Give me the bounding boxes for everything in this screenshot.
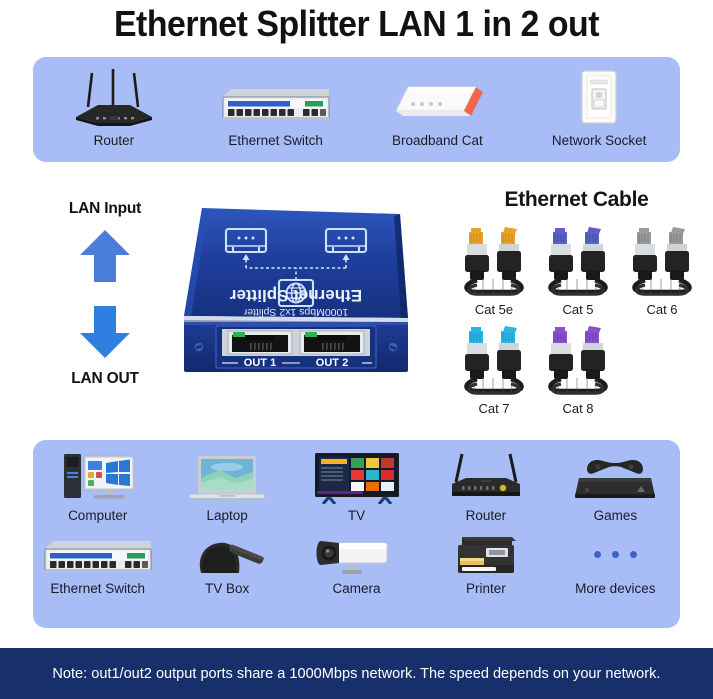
device-label: Printer (466, 581, 506, 596)
broadband-modem-icon (382, 67, 492, 129)
lan-input-label: LAN Input (68, 200, 142, 217)
rj45-port-out1 (227, 330, 293, 355)
ethernet-splitter-device: Ethernet Splitter 1000Mbps 1x2 Splitter (172, 198, 422, 374)
cable-cat5: Cat 5 (536, 224, 620, 317)
connected-devices-panel: Computer Laptop (33, 440, 680, 628)
device-camera: Camera (292, 531, 421, 596)
arrow-up-icon (80, 230, 130, 282)
lan-direction-group: LAN Input LAN OUT (40, 200, 170, 388)
device-label: More devices (575, 581, 656, 596)
device-label: TV (347, 508, 366, 523)
device-label: Router (93, 133, 135, 148)
splitter-brand-line-2: 1000Mbps 1x2 Splitter (243, 306, 348, 318)
ellipsis-dots-icon (593, 531, 637, 577)
device-label: Ethernet Switch (50, 581, 145, 596)
device-label: Ethernet Switch (228, 133, 323, 148)
cable-label: Cat 5e (474, 302, 514, 317)
screw-left (193, 341, 205, 353)
cable-icon (548, 326, 608, 395)
desktop-computer-icon (50, 450, 146, 504)
device-ethernet-switch-2: Ethernet Switch (33, 531, 162, 596)
network-socket-icon (568, 67, 630, 129)
ethernet-cable-heading: Ethernet Cable (504, 188, 649, 211)
cable-cat5e: Cat 5e (452, 224, 536, 317)
cable-grid: Cat 5e (440, 224, 713, 422)
device-ethernet-switch: Ethernet Switch (195, 57, 357, 148)
cable-label: Cat 8 (562, 401, 594, 416)
device-router-2: Router (421, 450, 550, 523)
cable-cat8: Cat 8 (536, 323, 620, 416)
cable-cat7: Cat 7 (452, 323, 536, 416)
printer-icon (446, 531, 526, 577)
note-text: Note: out1/out2 output ports share a 100… (52, 665, 661, 682)
middle-section: LAN Input LAN OUT (0, 178, 713, 428)
device-games: Games (551, 450, 680, 523)
compatible-sources-panel: Router (33, 57, 680, 162)
device-label: Laptop (206, 508, 248, 523)
cable-label: Cat 6 (646, 302, 678, 317)
device-broadband-modem: Broadband Cat (357, 57, 519, 148)
ethernet-cable-section: Ethernet Cable (440, 178, 713, 428)
device-label: TV Box (204, 581, 250, 596)
dot (611, 550, 619, 558)
device-computer: Computer (33, 450, 162, 523)
lan-out-label: LAN OUT (71, 370, 139, 387)
device-router: Router (33, 57, 195, 148)
game-console-icon (567, 450, 663, 504)
device-tv: TV (292, 450, 421, 523)
note-bar: Note: out1/out2 output ports share a 100… (0, 648, 713, 699)
cable-icon (548, 227, 608, 296)
screw-right (387, 341, 399, 353)
security-camera-icon (309, 531, 405, 577)
cable-label: Cat 5 (562, 302, 594, 317)
dot (593, 550, 601, 558)
arrow-down-icon (80, 306, 130, 358)
router-icon (66, 67, 162, 129)
page-title: Ethernet Splitter LAN 1 in 2 out (113, 3, 600, 44)
splitter-brand-line-1: Ethernet Splitter (230, 286, 363, 305)
device-network-socket: Network Socket (518, 57, 680, 148)
tv-box-icon (179, 531, 275, 577)
bottom-device-row-2: Ethernet Switch TV Box (33, 523, 680, 596)
dot (629, 550, 637, 558)
device-label: Broadband Cat (391, 133, 483, 148)
device-label: Router (465, 508, 507, 523)
device-printer: Printer (421, 531, 550, 596)
ethernet-switch-icon (217, 67, 335, 129)
router-icon (438, 450, 534, 504)
device-more: More devices (551, 531, 680, 596)
cable-icon (632, 227, 692, 296)
port-label-out1: OUT 1 (244, 357, 276, 369)
port-label-out2: OUT 2 (316, 357, 348, 369)
rj45-port-out2 (299, 330, 365, 355)
cable-label: Cat 7 (478, 401, 510, 416)
device-tv-box: TV Box (162, 531, 291, 596)
cable-icon (464, 227, 524, 296)
device-label: Camera (332, 581, 381, 596)
device-laptop: Laptop (162, 450, 291, 523)
cable-icon (464, 326, 524, 395)
bottom-device-row-1: Computer Laptop (33, 440, 680, 523)
top-device-row: Router (33, 57, 680, 162)
device-label: Network Socket (551, 133, 647, 148)
device-label: Computer (68, 508, 128, 523)
television-icon (307, 450, 407, 504)
ethernet-switch-icon (39, 531, 157, 577)
device-label: Games (593, 508, 638, 523)
cable-cat6: Cat 6 (620, 224, 704, 317)
laptop-icon (179, 450, 275, 504)
